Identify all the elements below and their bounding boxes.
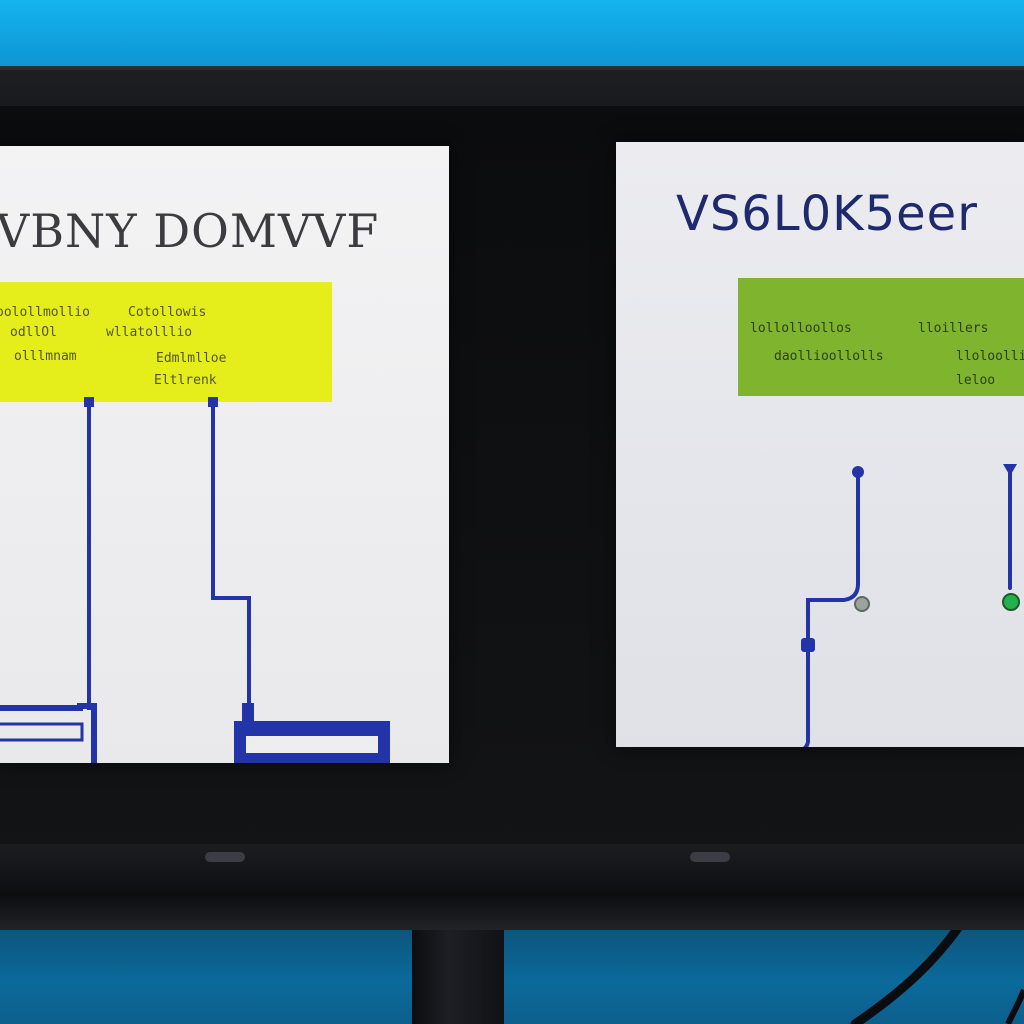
note-text: Edmlmlloe [156, 351, 227, 366]
monitor-stand [412, 915, 504, 1024]
note-text: lollolloollos [750, 321, 852, 336]
connector [84, 397, 94, 407]
bezel-button [690, 852, 730, 862]
right-diagram-panel: VS6L0K5eer lollolloollos lloillers daoll… [616, 142, 1024, 747]
note-text: lloillers [918, 321, 989, 336]
left-wiring [0, 397, 390, 763]
wire [211, 400, 251, 714]
status-led-off [854, 596, 870, 612]
status-led-on [1002, 593, 1020, 611]
note-text: odllOl [10, 325, 57, 340]
blue-wall-top [0, 0, 1024, 70]
bezel-button [205, 852, 245, 862]
connector [208, 397, 218, 407]
monitor-bezel [0, 844, 1024, 930]
connector [801, 638, 815, 652]
blue-wall-bottom [0, 920, 1024, 1024]
note-text: wllatolllio [106, 325, 193, 340]
note-text: Eltlrenk [154, 373, 217, 388]
note-text: olllmnam [14, 349, 77, 364]
left-diagram-panel: VBNY DOMVVF oolollmollio Cotollowis odll… [0, 146, 449, 763]
left-panel-title: VBNY DOMVVF [0, 204, 380, 258]
right-wiring [801, 464, 1020, 747]
note-text: Cotollowis [128, 305, 207, 320]
connector [1003, 464, 1017, 476]
note-text: oolollmollio [0, 305, 90, 320]
yellow-note: oolollmollio Cotollowis odllOl wllatolll… [0, 282, 332, 402]
right-terminal-block [234, 703, 390, 763]
connector [852, 466, 864, 478]
wire [806, 472, 860, 640]
note-text: daollioollolls [774, 349, 884, 364]
right-panel-title: VS6L0K5eer [676, 186, 978, 242]
note-text: leloo [956, 373, 996, 388]
green-note: lollolloollos lloillers daollioollolls l… [738, 278, 1024, 396]
wire [802, 648, 810, 747]
note-text: lloloollio [956, 349, 1024, 364]
left-terminal-block [0, 703, 97, 763]
